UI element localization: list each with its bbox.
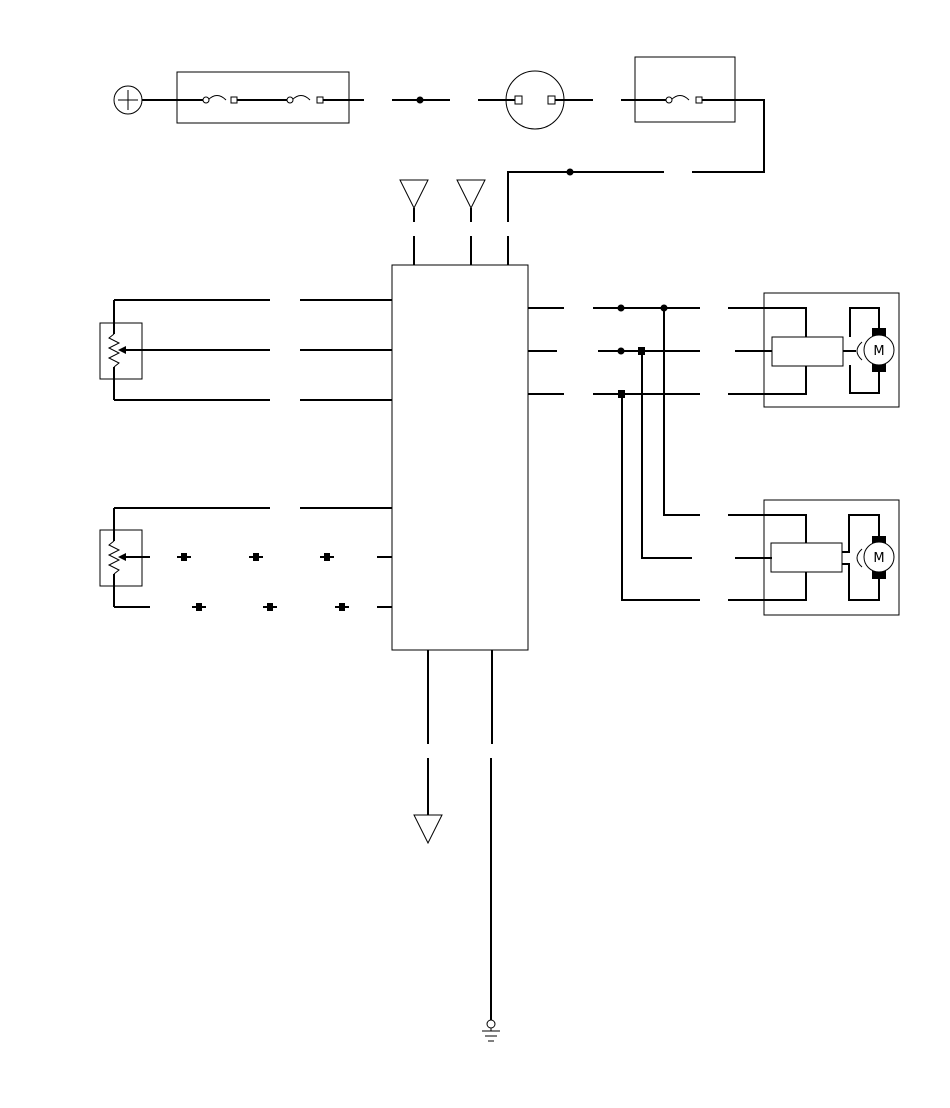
wire-branch-c	[621, 394, 700, 601]
ground-triangle-1	[399, 179, 429, 222]
ground-triangle-3	[413, 814, 443, 845]
wire-to-ecu-power	[507, 171, 664, 222]
splice-point	[617, 304, 625, 312]
wiper-arrow-icon	[118, 346, 126, 354]
wiper-arrow-icon	[118, 553, 126, 561]
wire-fuse-3-return	[692, 99, 765, 173]
fuse-box-secondary	[634, 56, 736, 123]
ground-triangle-2	[456, 179, 486, 222]
wire-branch-b	[641, 351, 692, 559]
fuse-box-2-outline	[634, 56, 736, 123]
splice-point	[617, 347, 625, 355]
wire-branch-a	[663, 308, 700, 516]
fuse-1	[202, 95, 238, 104]
splice-point-top	[416, 96, 424, 104]
rotation-arrow-icon	[856, 341, 863, 361]
control-module	[391, 264, 529, 651]
actuator-motor-1: M	[763, 292, 900, 408]
position-sensor-2	[99, 508, 143, 607]
motor-icon	[863, 334, 895, 366]
resistor-icon	[107, 333, 121, 368]
connector-pins-row-b	[177, 553, 392, 561]
rotation-arrow-icon	[856, 548, 863, 568]
fuse-box-main	[176, 71, 364, 124]
fuse-2	[286, 95, 324, 104]
actuator-1-control-block	[771, 336, 844, 367]
fuse-box-outline	[176, 71, 350, 124]
actuator-2-control-block	[770, 542, 843, 573]
motor-2-label: M	[873, 551, 884, 566]
chassis-ground-icon	[482, 1019, 500, 1042]
motor-icon	[863, 541, 895, 573]
motor-1-label: M	[873, 344, 884, 359]
resistor-icon	[107, 540, 121, 575]
splice-point-power	[566, 168, 574, 176]
fuse-3	[665, 95, 703, 104]
connector-pins-row-c	[192, 603, 392, 611]
battery-positive-terminal	[113, 85, 143, 115]
actuator-motor-2: M	[763, 499, 900, 616]
